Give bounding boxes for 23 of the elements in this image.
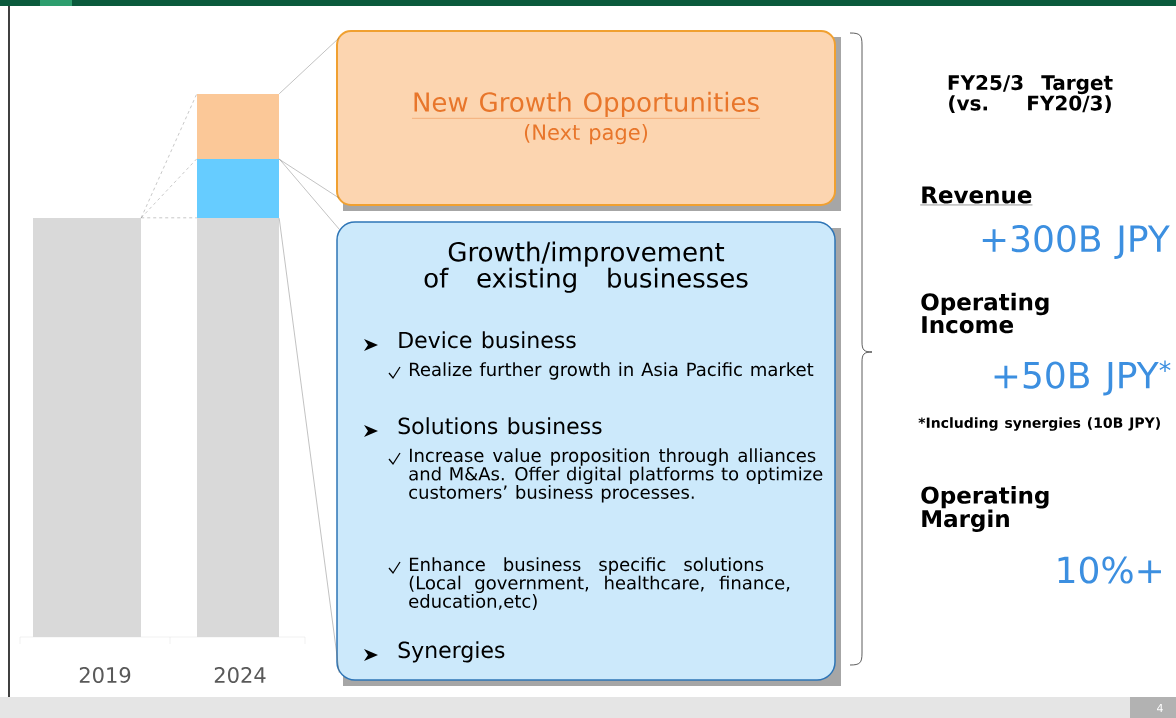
bar xyxy=(197,94,279,159)
rounded-box: New Growth Opportunities (Next page) xyxy=(336,30,841,211)
bar xyxy=(197,159,279,218)
leader-line xyxy=(279,158,340,230)
leader-line xyxy=(279,37,340,94)
bar xyxy=(33,218,141,637)
metric-value: +300B JPY xyxy=(982,225,1170,259)
axis-label: 2019 xyxy=(79,667,131,683)
leader-line xyxy=(141,93,197,218)
leader-line xyxy=(141,158,197,218)
metric-heading: Operating Margin xyxy=(921,486,1049,532)
leader-line xyxy=(141,217,197,218)
metric-heading: Operating Income xyxy=(921,292,1049,334)
axis-label: 2024 xyxy=(214,667,266,683)
metric-value: +50B JPY$^{*}$ xyxy=(994,360,1171,396)
metric-heading: Revenue xyxy=(920,186,1033,206)
leader-line xyxy=(279,218,340,673)
target-heading: FY25/3 Target (vs. FY20/3) xyxy=(948,75,1113,113)
bar xyxy=(197,218,279,637)
metric-value: 10%+ xyxy=(1058,556,1161,584)
leader-line xyxy=(279,159,340,199)
footnote-text: *Including synergies (10B JPY) xyxy=(918,417,1160,431)
page-number-box: 4 xyxy=(1130,697,1176,718)
